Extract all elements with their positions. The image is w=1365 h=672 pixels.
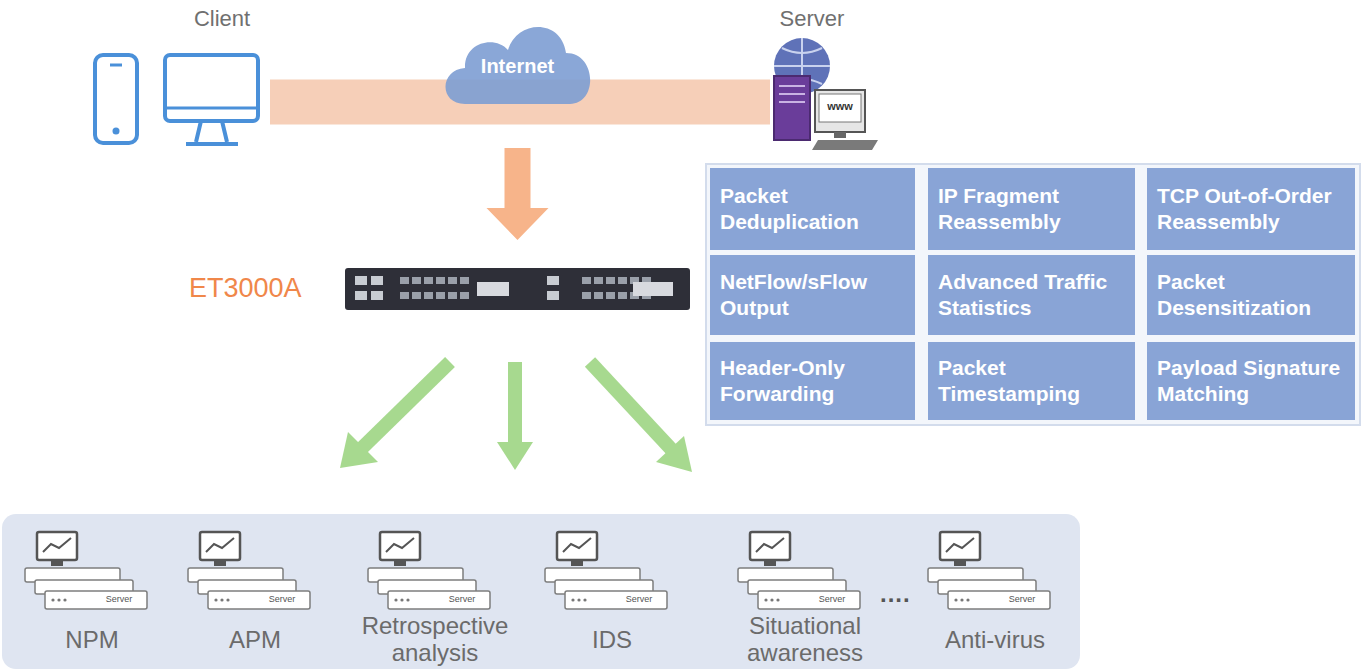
tool-panel [2, 514, 1080, 669]
tool-icon: ServerRetrospective analysis [360, 528, 510, 668]
feature-box: Packet Timestamping [928, 342, 1135, 420]
tool-label: Situational awareness [720, 613, 890, 666]
feature-text: NetFlow/sFlow Output [720, 269, 905, 322]
server-tag: Server [97, 594, 141, 604]
tool-label: Anti-virus [910, 627, 1080, 653]
feature-box: NetFlow/sFlow Output [710, 255, 915, 335]
feature-text: Packet Timestamping [938, 355, 1125, 408]
internet-cloud: Internet [435, 8, 600, 130]
server-tag: Server [260, 594, 304, 604]
tool-label: NPM [7, 627, 177, 653]
feature-text: Packet Deduplication [720, 183, 905, 236]
server-stack [17, 528, 177, 618]
tool-label: IDS [527, 627, 697, 653]
feature-box: Payload Signature Matching [1147, 342, 1355, 420]
device-icon: ET3000A [185, 262, 695, 314]
feature-box: Advanced Traffic Statistics [928, 255, 1135, 335]
feature-text: Packet Desensitization [1157, 269, 1345, 322]
feature-box: IP Fragment Reassembly [928, 168, 1135, 250]
node-label: Server [762, 6, 862, 32]
feature-text: Advanced Traffic Statistics [938, 269, 1125, 322]
server-tag: Server [810, 594, 854, 604]
ellipsis-label: .... [880, 580, 911, 608]
server-stack [730, 528, 890, 618]
tool-icon: ServerNPM [17, 528, 167, 668]
tool-icon: ServerIDS [537, 528, 687, 668]
tool-icon: ServerAnti-virus [920, 528, 1070, 668]
server-tag: Server [617, 594, 661, 604]
feature-box: Packet Deduplication [710, 168, 915, 250]
server-tag: Server [1000, 594, 1044, 604]
feature-box: Header-Only Forwarding [710, 342, 915, 420]
client-icon: Client [88, 4, 270, 152]
server-tag: Server [440, 594, 484, 604]
mirror-arrow [487, 148, 549, 240]
cloud-label: Internet [435, 55, 600, 78]
device-name: ET3000A [189, 273, 339, 304]
feature-text: TCP Out-of-Order Reassembly [1157, 183, 1345, 236]
screen-text: www [819, 100, 861, 112]
tool-icon: ServerSituational awareness [730, 528, 880, 668]
feature-text: Header-Only Forwarding [720, 355, 905, 408]
node-label: Client [172, 6, 272, 32]
web-server-icon: Server www [760, 4, 888, 154]
tool-label: Retrospective analysis [350, 613, 520, 666]
server-stack [537, 528, 697, 618]
green-arrows [340, 362, 692, 472]
tool-label: APM [170, 627, 340, 653]
server-stack [920, 528, 1080, 618]
server-stack [180, 528, 340, 618]
server-stack [360, 528, 520, 618]
feature-box: TCP Out-of-Order Reassembly [1147, 168, 1355, 250]
feature-grid-frame [706, 164, 1360, 425]
feature-text: Payload Signature Matching [1157, 355, 1345, 408]
tool-icon: ServerAPM [180, 528, 330, 668]
feature-box: Packet Desensitization [1147, 255, 1355, 335]
feature-text: IP Fragment Reassembly [938, 183, 1125, 236]
